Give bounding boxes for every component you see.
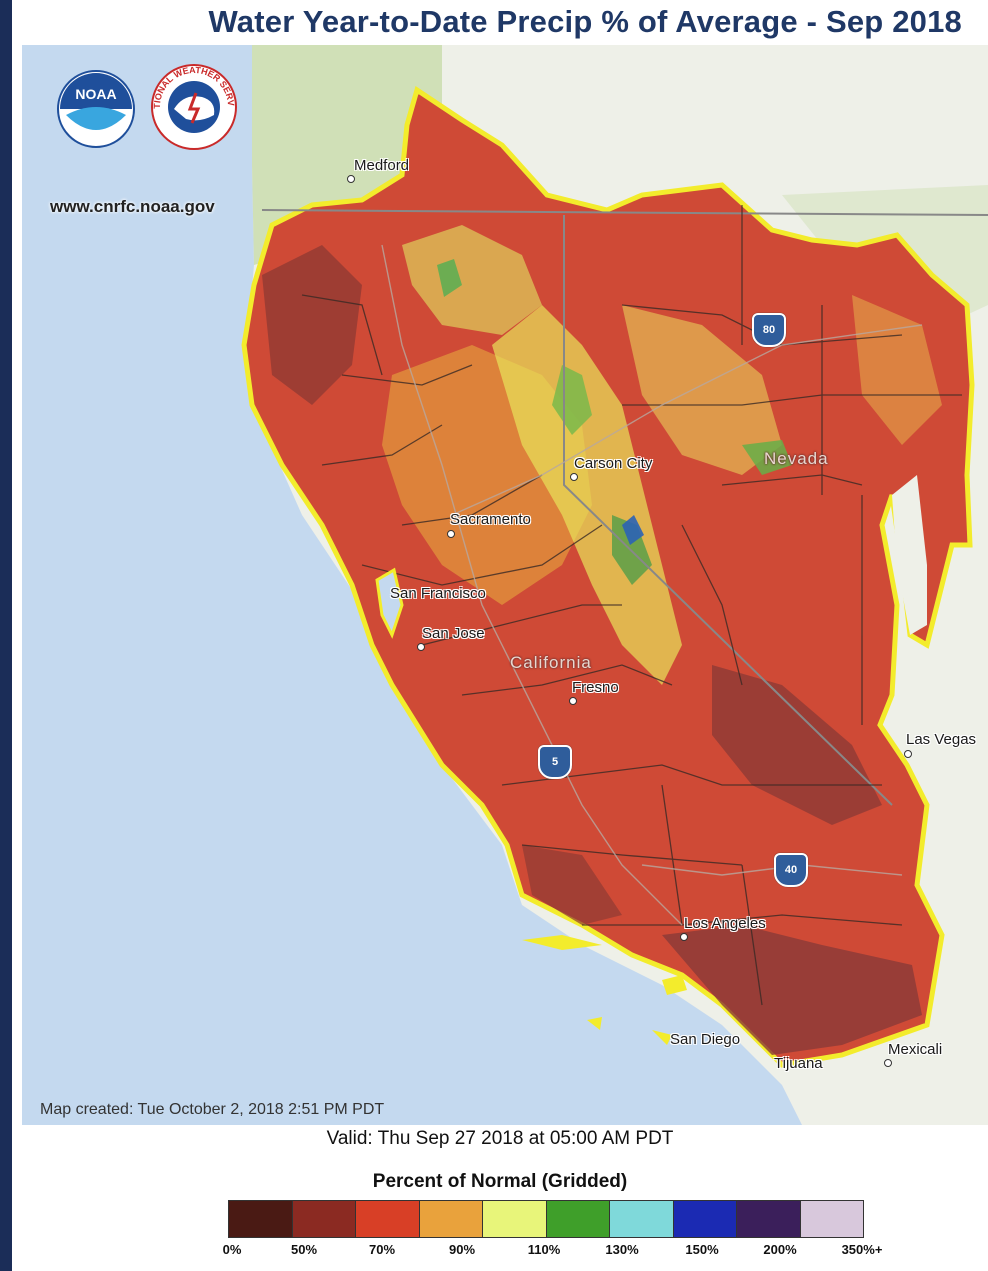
city-label-las-vegas: Las Vegas: [906, 731, 977, 748]
city-label-sacramento: Sacramento: [450, 511, 531, 528]
legend-tick-label: 150%: [685, 1242, 719, 1257]
legend-swatch: [229, 1201, 293, 1237]
city-label-los-angeles: Los Angeles: [684, 915, 766, 932]
legend-swatch: [610, 1201, 674, 1237]
green-precip-3: [742, 440, 792, 475]
legend-tick-label: 200%: [763, 1242, 797, 1257]
highway-shield-40: 40: [774, 853, 808, 887]
dark-precip-coast: [262, 245, 362, 405]
blue-precip-spot: [622, 515, 644, 545]
dark-precip-south: [662, 925, 922, 1055]
dark-precip-coast-south: [522, 845, 622, 925]
legend-color-bar: [228, 1200, 864, 1238]
city-label-san-jose: San Jose: [422, 625, 485, 642]
valid-time: Valid: Thu Sep 27 2018 at 05:00 AM PDT: [326, 1128, 674, 1149]
legend-swatch: [673, 1201, 737, 1237]
map-created-timestamp: Map created: Tue October 2, 2018 2:51 PM…: [40, 1101, 385, 1118]
yellow-precip-nevada: [622, 305, 782, 475]
city-label-san-diego: San Diego: [670, 1031, 741, 1048]
page-title: Water Year-to-Date Precip % of Average -…: [208, 4, 962, 39]
state-label-california: California: [510, 653, 592, 672]
sf-bay: [375, 567, 404, 639]
legend-tick-label: 350%+: [841, 1242, 883, 1257]
city-label-fresno: Fresno: [572, 679, 619, 696]
city-dot-los-angeles: [680, 933, 688, 941]
city-dot-san-jose: [417, 643, 425, 651]
legend-tick-label: 0%: [222, 1242, 242, 1257]
city-label-mexicali: Mexicali: [888, 1041, 943, 1058]
noaa-logo-text: NOAA: [75, 86, 116, 102]
legend-swatch: [356, 1201, 420, 1237]
highway-shield-80: 80: [752, 313, 786, 347]
website-url: www.cnrfc.noaa.gov: [50, 197, 215, 216]
legend-tick-label: 50%: [290, 1242, 318, 1257]
yellow-precip-east: [852, 295, 942, 445]
green-precip-1: [552, 365, 592, 435]
state-border-or-ca: [261, 209, 988, 216]
legend-swatch: [419, 1201, 483, 1237]
city-label-tijuana: Tijuana: [774, 1055, 823, 1072]
map-frame: Water Year-to-Date Precip % of Average -…: [12, 0, 988, 1271]
legend-tick-label: 130%: [605, 1242, 639, 1257]
legend-swatch: [737, 1201, 801, 1237]
city-dot-carson-city: [570, 473, 578, 481]
city-dot-mexicali: [884, 1059, 892, 1067]
unmapped-nevada-strip: [892, 475, 927, 635]
city-dot-las-vegas: [904, 750, 912, 758]
yellow-precip-north: [402, 225, 542, 335]
legend-title: Percent of Normal (Gridded): [372, 1171, 628, 1192]
legend-tick-label: 110%: [527, 1242, 561, 1257]
highway-shield-5: 5: [538, 745, 572, 779]
legend-swatch: [292, 1201, 356, 1237]
city-dot-medford: [347, 175, 355, 183]
legend-tick-label: 70%: [368, 1242, 396, 1257]
city-dot-sacramento: [447, 530, 455, 538]
highway-lines: [381, 244, 923, 926]
city-dot-fresno: [569, 697, 577, 705]
precip-map[interactable]: NOAA NATIONAL WEATHER SERVICE www.cnrfc.…: [22, 45, 988, 1125]
legend-swatch: [483, 1201, 547, 1237]
city-label-san-francisco: San Francisco: [390, 585, 486, 602]
legend-swatch: [546, 1201, 610, 1237]
legend-tick-label: 90%: [448, 1242, 476, 1257]
city-label-medford: Medford: [354, 157, 410, 174]
state-label-nevada: Nevada: [764, 449, 829, 468]
city-label-carson-city: Carson City: [574, 455, 653, 472]
green-precip-4: [437, 259, 462, 297]
state-border-ca-nv: [563, 215, 893, 806]
yellow-precip-sierra: [492, 305, 682, 685]
legend-swatch: [800, 1201, 863, 1237]
